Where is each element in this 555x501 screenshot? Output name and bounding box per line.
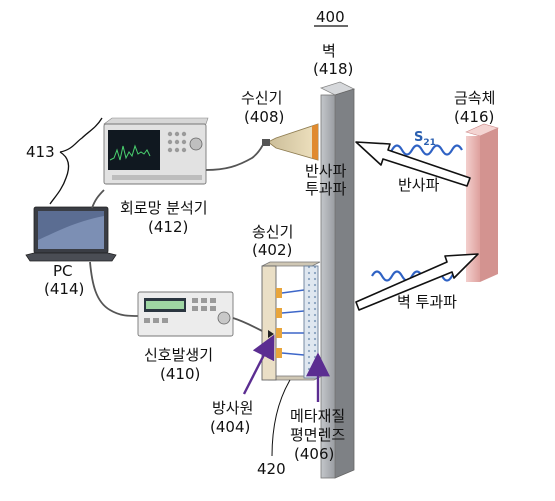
reflected-wave-arrow bbox=[355, 141, 471, 187]
network-analyzer-label: 회로망 분석기 bbox=[120, 199, 208, 217]
s21-label: S21 bbox=[414, 130, 436, 148]
wall-label: 벽 bbox=[322, 42, 336, 60]
receiver-label: 수신기 bbox=[241, 89, 282, 107]
pc-label: PC bbox=[53, 262, 73, 280]
transmitter-ref: (402) bbox=[252, 241, 292, 259]
network-analyzer-ref: (412) bbox=[148, 218, 188, 236]
reflected-wave-label: 반사파 bbox=[398, 176, 440, 194]
frame-ref: 420 bbox=[257, 460, 286, 478]
metal-body-ref: (416) bbox=[454, 108, 494, 126]
radiation-source-plate bbox=[261, 265, 277, 381]
signal-generator-ref: (410) bbox=[160, 365, 200, 383]
frame-pointer-line bbox=[271, 379, 291, 457]
pc-ref: (414) bbox=[44, 280, 84, 298]
group-ref-label: 413 bbox=[26, 143, 55, 161]
metal-body bbox=[465, 123, 499, 282]
signal-generator bbox=[137, 291, 234, 337]
metamaterial-lens-label-line2: 평면렌즈 bbox=[290, 426, 345, 444]
wall bbox=[319, 81, 356, 479]
radiation-source-ref: (404) bbox=[210, 418, 250, 436]
feed-elements bbox=[276, 288, 282, 358]
transmitter-assembly bbox=[261, 261, 323, 381]
wall-transmitted-wave-label: 벽 투과파 bbox=[397, 293, 457, 311]
figure-number: 400 bbox=[316, 8, 345, 26]
receiver-ref: (408) bbox=[244, 108, 284, 126]
reflected-transmitted-label-line1: 반사파 bbox=[305, 162, 347, 180]
metamaterial-lens-ref: (406) bbox=[294, 445, 334, 463]
metamaterial-lens-label-line1: 메타재질 bbox=[290, 407, 345, 425]
transmitter-rays bbox=[281, 289, 305, 356]
transmitted-wave-arrow bbox=[355, 253, 479, 311]
transmitted-wave-signal bbox=[371, 266, 463, 282]
network-analyzer bbox=[103, 117, 209, 185]
pc-laptop bbox=[25, 206, 117, 262]
cable-pc-generator bbox=[89, 261, 139, 317]
metal-body-label: 금속체 bbox=[454, 89, 495, 107]
metamaterial-lens bbox=[303, 265, 319, 379]
transmitter-label: 송신기 bbox=[252, 223, 293, 241]
group-brace-upper bbox=[59, 117, 103, 153]
group-brace-lower bbox=[49, 151, 70, 205]
signal-generator-label: 신호발생기 bbox=[144, 346, 213, 364]
reflected-transmitted-label-line2: 투과파 bbox=[305, 180, 347, 198]
wall-ref: (418) bbox=[313, 60, 353, 78]
cable-pc-analyzer bbox=[91, 189, 105, 209]
radiation-source-label: 방사원 bbox=[212, 399, 253, 417]
cable-analyzer-receiver bbox=[205, 142, 265, 171]
radiation-source-pointer bbox=[242, 334, 275, 395]
receiver-horn-antenna bbox=[262, 123, 319, 161]
